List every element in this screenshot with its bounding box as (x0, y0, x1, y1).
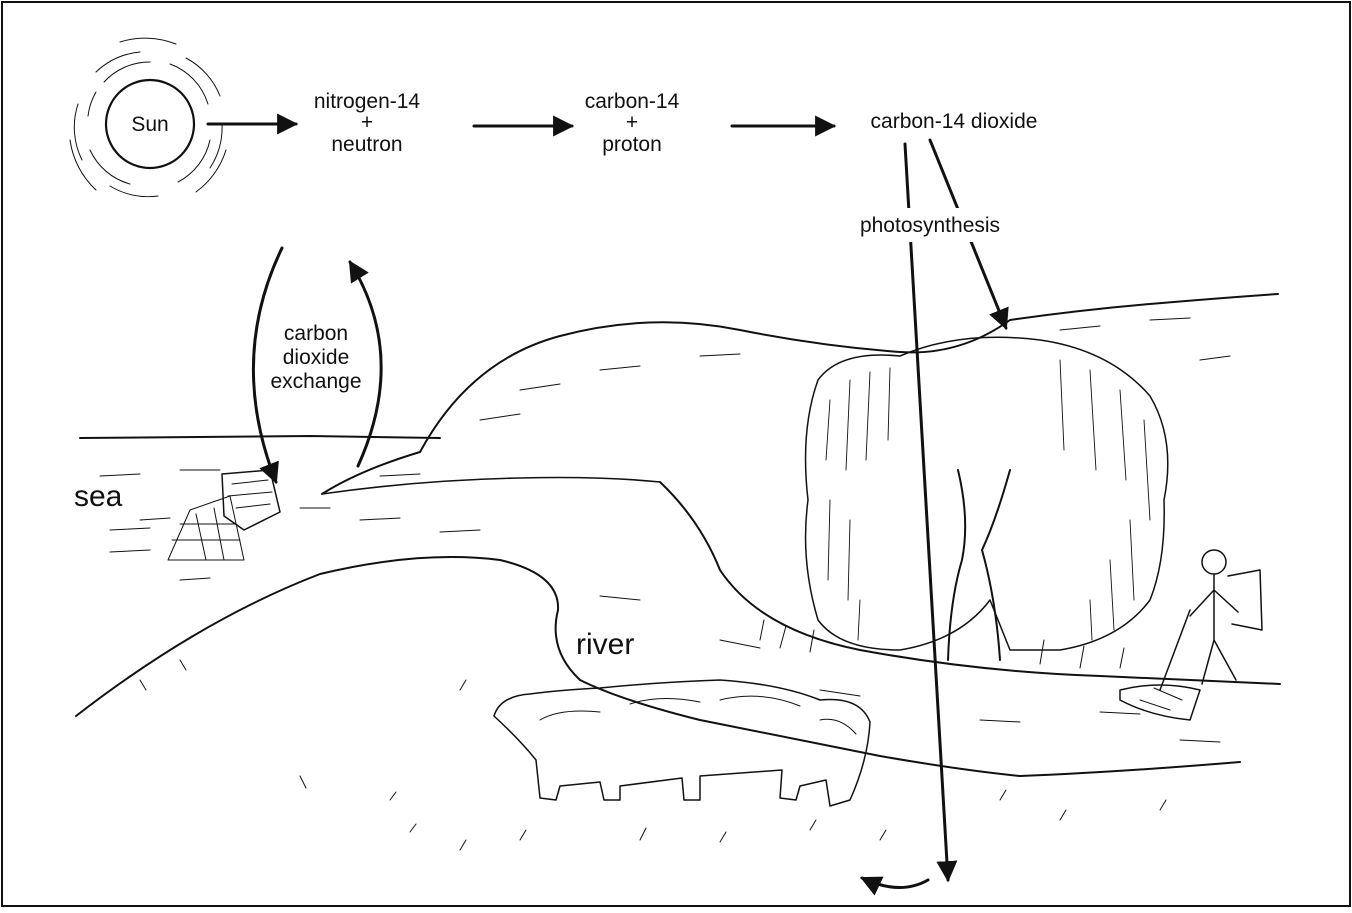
exchange-label-line1: carbon (284, 322, 348, 345)
sea-label: sea (74, 480, 123, 513)
plus-sign: + (361, 111, 373, 134)
landscape-illustration (76, 294, 1280, 850)
proton-label: proton (602, 133, 662, 156)
arrow-to-ground (905, 144, 948, 880)
neutron-label: neutron (331, 133, 402, 156)
photosynthesis-label: photosynthesis (860, 214, 1000, 237)
nitrogen-14-label: nitrogen-14 (314, 90, 421, 113)
river-label: river (576, 628, 634, 661)
carbon-14-label: carbon-14 (585, 90, 680, 113)
sun-label: Sun (131, 113, 168, 136)
curved-arrow-bottom (862, 878, 928, 888)
exchange-label-line2: dioxide (283, 346, 350, 369)
arrow-exchange-down (253, 248, 282, 482)
carbon-14-dioxide-label: carbon-14 dioxide (871, 110, 1038, 133)
arrow-exchange-up (350, 262, 381, 466)
plus-sign: + (626, 111, 638, 134)
exchange-label-line3: exchange (270, 370, 361, 393)
